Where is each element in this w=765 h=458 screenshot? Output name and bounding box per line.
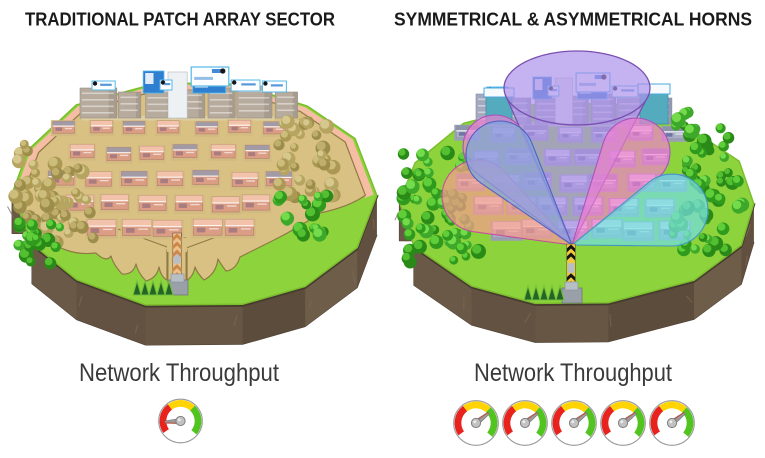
svg-text:SYMMETRICAL & ASYMMETRICAL HOR: SYMMETRICAL & ASYMMETRICAL HORNS <box>394 10 752 30</box>
svg-text:Network Throughput: Network Throughput <box>474 359 672 387</box>
svg-text:TRADITIONAL PATCH ARRAY SECTOR: TRADITIONAL PATCH ARRAY SECTOR <box>25 10 335 30</box>
svg-text:Network Throughput: Network Throughput <box>79 359 279 387</box>
